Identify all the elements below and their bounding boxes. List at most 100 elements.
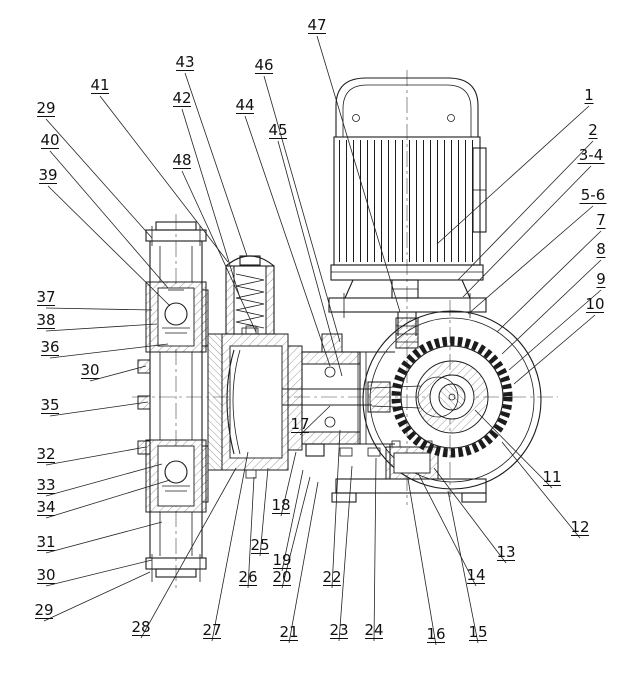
part-label-26: 26 — [238, 568, 257, 586]
leader-line-36 — [49, 343, 169, 359]
cover-bolt — [391, 440, 401, 448]
part-label-37: 37 — [36, 288, 55, 306]
leader-line-35 — [49, 401, 149, 417]
leader-line-15 — [447, 490, 479, 644]
part-label-13: 13 — [496, 543, 515, 561]
makeup-valve-port — [324, 366, 336, 378]
leader-line-11 — [474, 409, 553, 489]
worm-wheel-teeth — [391, 336, 513, 458]
part-label-17: 17 — [290, 415, 309, 433]
part-label-32: 32 — [36, 445, 55, 463]
part-label-41: 41 — [90, 76, 109, 94]
leader-line-20 — [281, 476, 311, 589]
leader-line-39 — [47, 185, 171, 307]
part-label-11: 11 — [542, 468, 561, 486]
head-cover — [207, 333, 223, 471]
part-label-18: 18 — [271, 496, 290, 514]
motor-cap — [335, 77, 479, 137]
leader-line-28 — [140, 467, 237, 639]
gear-housing-group — [362, 310, 542, 490]
part-label-35: 35 — [40, 396, 59, 414]
pump-head-group — [201, 289, 303, 503]
leader-line-25 — [259, 467, 269, 557]
part-label-36: 36 — [40, 338, 59, 356]
worm-screw — [395, 317, 419, 349]
part-label-45: 45 — [268, 121, 287, 139]
diaphragm — [226, 349, 235, 455]
part-label-30: 30 — [36, 566, 55, 584]
part-label-48: 48 — [172, 151, 191, 169]
base-foot — [331, 492, 357, 503]
part-label-28: 28 — [131, 618, 150, 636]
crankshaft-hub — [438, 383, 466, 411]
part-label-29: 29 — [34, 601, 53, 619]
drain-nut — [305, 443, 325, 457]
leader-line-14 — [417, 472, 477, 587]
part-label-47: 47 — [307, 16, 326, 34]
leader-line-21 — [288, 481, 319, 644]
part-label-33: 33 — [36, 476, 55, 494]
spacer-flange — [287, 345, 303, 451]
motor-cap-bolt — [352, 114, 360, 122]
leader-line-34 — [45, 479, 171, 519]
worm-shaft-group — [395, 312, 419, 349]
cover-bolt — [423, 440, 433, 448]
leader-line-16 — [407, 478, 437, 646]
leader-line-29 — [43, 571, 151, 622]
valve-column-group — [137, 221, 207, 582]
motor-cap-inner — [342, 84, 472, 137]
discharge-valve-seat — [162, 327, 190, 334]
leader-line-18 — [280, 451, 297, 517]
bottom-pipe-rim — [155, 568, 197, 578]
leader-line-24 — [373, 457, 377, 642]
leader-line-8 — [501, 259, 602, 355]
connecting-rod — [371, 385, 421, 409]
part-label-23: 23 — [329, 621, 348, 639]
suction-valve-ball — [164, 460, 188, 484]
motor-bell — [344, 279, 471, 299]
leader-line-7 — [496, 230, 602, 333]
leader-line-33 — [45, 463, 163, 497]
leader-line-5-6 — [467, 205, 594, 315]
leader-line-27 — [211, 451, 249, 642]
head-bolt — [245, 325, 257, 335]
leader-line-40 — [49, 150, 169, 289]
part-label-21: 21 — [279, 623, 298, 641]
part-label-7: 7 — [596, 211, 606, 229]
leader-line-26 — [247, 476, 255, 589]
part-label-22: 22 — [322, 568, 341, 586]
base-group — [331, 440, 487, 503]
part-label-27: 27 — [202, 621, 221, 639]
worm-threads — [396, 325, 418, 343]
part-label-19: 19 — [272, 551, 291, 569]
relief-port — [324, 416, 336, 428]
worm-wheel-rim — [400, 345, 504, 449]
discharge-flange — [145, 229, 207, 242]
part-label-44: 44 — [235, 96, 254, 114]
adjusting-nut — [239, 255, 261, 266]
part-label-29: 29 — [36, 99, 55, 117]
leader-line-30 — [45, 559, 153, 587]
sump-cavity — [393, 452, 431, 474]
leader-line-13 — [433, 467, 507, 564]
part-label-5-6: 5-6 — [581, 186, 606, 204]
gear-housing-outer — [362, 310, 542, 490]
part-label-10: 10 — [585, 295, 604, 313]
air-bleed-valve — [321, 333, 343, 353]
leader-line-22 — [331, 429, 341, 589]
leader-line-45 — [277, 140, 343, 377]
motor-cooling-fins — [337, 140, 477, 262]
head-chamber — [229, 345, 283, 459]
leader-line-32 — [45, 446, 147, 466]
crosshead-slider — [367, 381, 391, 413]
leader-line-9 — [508, 289, 602, 371]
part-label-30: 30 — [80, 361, 99, 379]
motor-mount-plate — [328, 297, 487, 313]
leader-line-19 — [281, 469, 304, 572]
leader-line-10 — [513, 314, 596, 385]
leader-line-43 — [184, 72, 248, 257]
hydraulic-block-group — [301, 333, 381, 457]
part-label-25: 25 — [250, 536, 269, 554]
